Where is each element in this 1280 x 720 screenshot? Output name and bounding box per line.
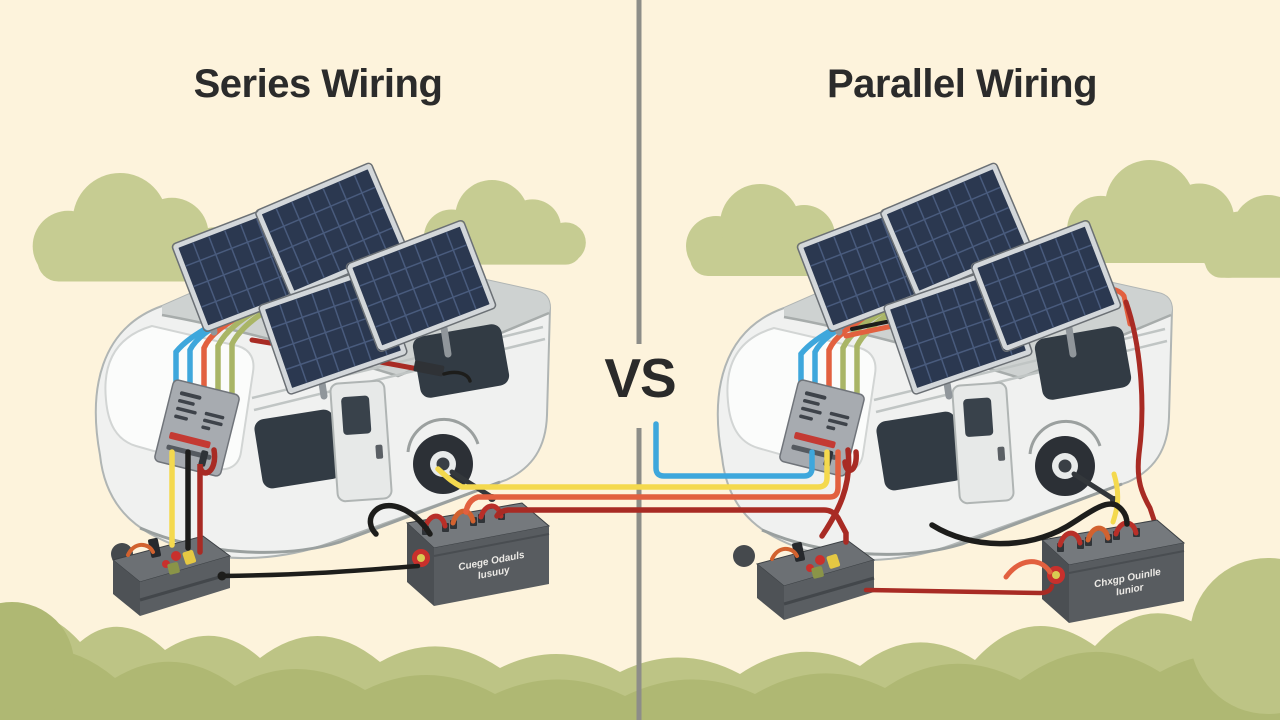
bush-corner-right	[1190, 558, 1280, 714]
crossing-wire-yellow	[435, 449, 830, 490]
bush-corner-left	[0, 602, 74, 720]
series-title: Series Wiring	[193, 62, 443, 106]
svg-text:Iunior: Iunior	[1115, 582, 1145, 598]
crossing-wire-blue	[653, 421, 815, 479]
left-roof-connector	[413, 360, 445, 377]
divider-line-top	[636, 0, 642, 344]
crossing-wires	[435, 421, 849, 545]
parallel-title: Parallel Wiring	[827, 62, 1098, 106]
bushes-front	[0, 649, 1280, 720]
left-ground-lug	[217, 571, 227, 581]
crossing-wire-dark-red	[494, 507, 849, 545]
vs-label: VS	[604, 347, 676, 409]
divider-line-bottom	[636, 428, 642, 720]
crossing-wire-orange	[463, 449, 841, 515]
left-scene: Cuege Odauls Iusuuy	[96, 162, 550, 618]
left-output-wires	[169, 447, 433, 579]
left-roof-connector-lead	[442, 370, 472, 383]
right-output-wires	[819, 447, 1130, 596]
right-scene: Chxgp Ouinlle Iunior	[718, 162, 1184, 623]
